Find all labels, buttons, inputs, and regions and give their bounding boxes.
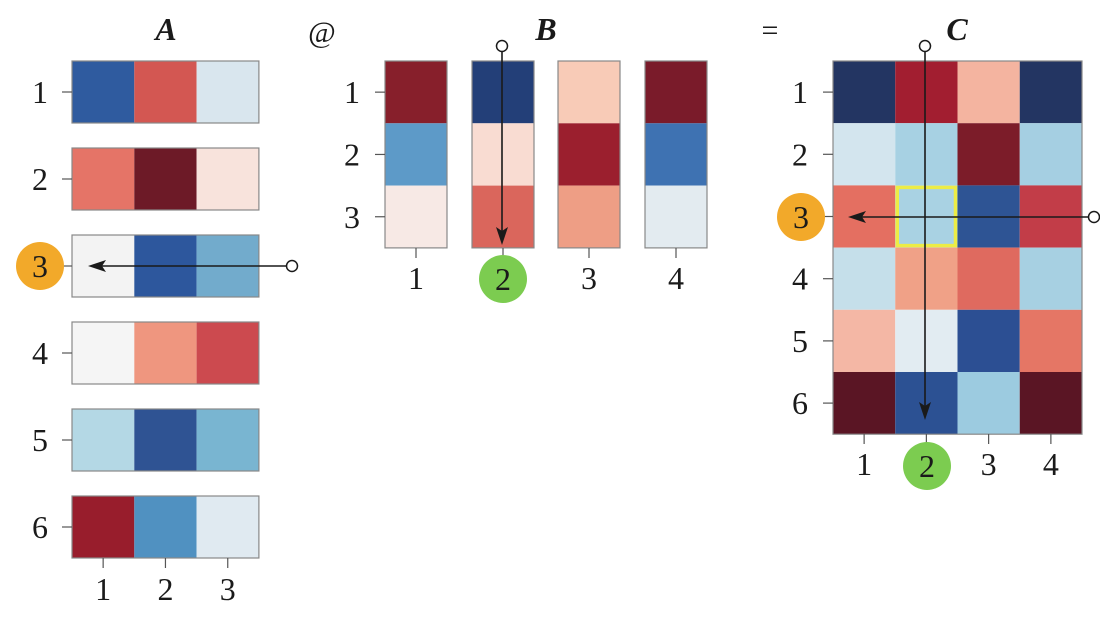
matrix-a-cell <box>72 496 135 558</box>
matrix-a-cell <box>196 148 259 210</box>
matrix-b-row-label: 1 <box>344 74 360 110</box>
matrix-c-cell <box>1019 247 1082 310</box>
matrix-a-cell <box>196 61 259 123</box>
matrix-c-cell <box>1019 309 1082 372</box>
arrow-head-icon <box>848 211 866 223</box>
matrix-c-cell <box>833 123 896 186</box>
equals-operator: = <box>762 14 779 47</box>
matrix-c-outline <box>832 60 1083 435</box>
matrix-c-row-badge-label: 3 <box>793 199 809 235</box>
matrix-b-col-badge-label: 2 <box>495 261 511 297</box>
matrix-c-cell <box>833 372 896 435</box>
matrix-b-col-outline <box>557 60 621 249</box>
matrix-c-col-label: 4 <box>1043 446 1059 482</box>
matrix-a-row-label: 5 <box>32 422 48 458</box>
matrix-b-cell <box>385 61 447 124</box>
matrix-a-row-label: 6 <box>32 509 48 545</box>
arrow-start-circle <box>495 39 509 53</box>
matrix-c-cell <box>833 247 896 310</box>
matrix-b-title: B <box>534 11 556 47</box>
matrix-a-cell <box>134 496 197 558</box>
matrix-c-cell <box>895 309 958 372</box>
arrow-start-circle <box>918 39 932 53</box>
matrix-c-cell <box>833 61 896 124</box>
matrix-a-row-badge-label: 3 <box>32 248 48 284</box>
matrix-b-col-outline <box>644 60 708 249</box>
arrow-head-icon <box>919 402 931 420</box>
matrix-a-row-label: 4 <box>32 335 48 371</box>
arrow-head-icon <box>496 227 508 245</box>
matrix-c-row-label: 2 <box>792 136 808 172</box>
matrix-c-col-badge <box>903 442 951 490</box>
matrix-c-cell <box>895 372 958 435</box>
matrix-b-cell <box>645 123 707 186</box>
matrix-b-col-label: 4 <box>668 260 684 296</box>
matrix-b-row-label: 3 <box>344 199 360 235</box>
matrix-c-cell <box>1019 123 1082 186</box>
matrix-b-cell <box>558 185 620 248</box>
matrix-a-cell <box>196 322 259 384</box>
matrix-a-cell <box>72 148 135 210</box>
matrix-b-cell <box>385 185 447 248</box>
annotation-overlay: 3 2 3 2 <box>16 39 1100 490</box>
matrix-c-cell <box>895 61 958 124</box>
matrix-a-cell <box>72 409 135 471</box>
matrix-a-cell <box>72 61 135 123</box>
matrix-b-col-badge <box>479 255 527 303</box>
matrix-c-cell <box>957 247 1020 310</box>
matrix-c: 1 2 4 5 6 1 3 4 <box>792 60 1083 482</box>
matrix-c-cell <box>957 123 1020 186</box>
matrix-c-row-label: 6 <box>792 385 808 421</box>
matrix-a-col-label: 2 <box>157 571 173 607</box>
matrix-b-row-label: 2 <box>344 136 360 172</box>
matrix-c-row-badge <box>777 193 825 241</box>
matrix-a-cell <box>134 409 197 471</box>
arrow-head-icon <box>88 260 106 272</box>
matrix-a-col-label: 1 <box>95 571 111 607</box>
matrix-a-row-label: 1 <box>32 74 48 110</box>
matrix-c-cell <box>833 309 896 372</box>
matrix-b-col-outline <box>471 60 535 249</box>
matrix-c-title: C <box>946 11 968 47</box>
matrix-c-row-label: 4 <box>792 261 808 297</box>
matrix-b: 1 3 4 1 2 3 <box>344 60 708 296</box>
matrix-b-cell <box>645 185 707 248</box>
matrix-b-cell <box>645 61 707 124</box>
matrix-a-cell <box>196 409 259 471</box>
matrix-a-cell <box>134 148 197 210</box>
matrix-b-cell <box>385 123 447 186</box>
matrix-b-cell <box>472 123 534 186</box>
matrix-b-cell <box>472 61 534 124</box>
matrix-c-col-badge-label: 2 <box>919 448 935 484</box>
matrix-c-cell <box>957 61 1020 124</box>
matrix-a: 1 2 4 5 6 1 2 3 <box>32 60 260 607</box>
matrix-a-cell <box>72 322 135 384</box>
matrix-a-cell <box>196 496 259 558</box>
matrix-b-cell <box>558 123 620 186</box>
matrix-c-row-label: 5 <box>792 323 808 359</box>
matrix-c-col-label: 1 <box>856 446 872 482</box>
matrix-b-cell <box>558 61 620 124</box>
matrix-a-title: A <box>153 11 176 47</box>
matrix-a-row-badge <box>16 242 64 290</box>
matrix-a-row-label: 2 <box>32 161 48 197</box>
matrix-b-col-label: 3 <box>581 260 597 296</box>
matmul-operator: @ <box>308 16 336 49</box>
matrix-c-row-label: 1 <box>792 74 808 110</box>
matrix-c-cell <box>957 372 1020 435</box>
matrix-a-cell <box>134 322 197 384</box>
matrix-c-cell <box>1019 372 1082 435</box>
matrix-a-cell <box>134 61 197 123</box>
matrix-b-col-label: 1 <box>408 260 424 296</box>
matrix-a-col-label: 3 <box>220 571 236 607</box>
matrix-c-cell <box>957 309 1020 372</box>
matrix-c-cell <box>1019 61 1082 124</box>
matrix-c-col-label: 3 <box>981 446 997 482</box>
arrow-start-circle <box>285 259 299 273</box>
arrow-start-circle <box>1087 210 1100 224</box>
matrix-c-cell <box>895 247 958 310</box>
matrix-c-cell <box>895 123 958 186</box>
